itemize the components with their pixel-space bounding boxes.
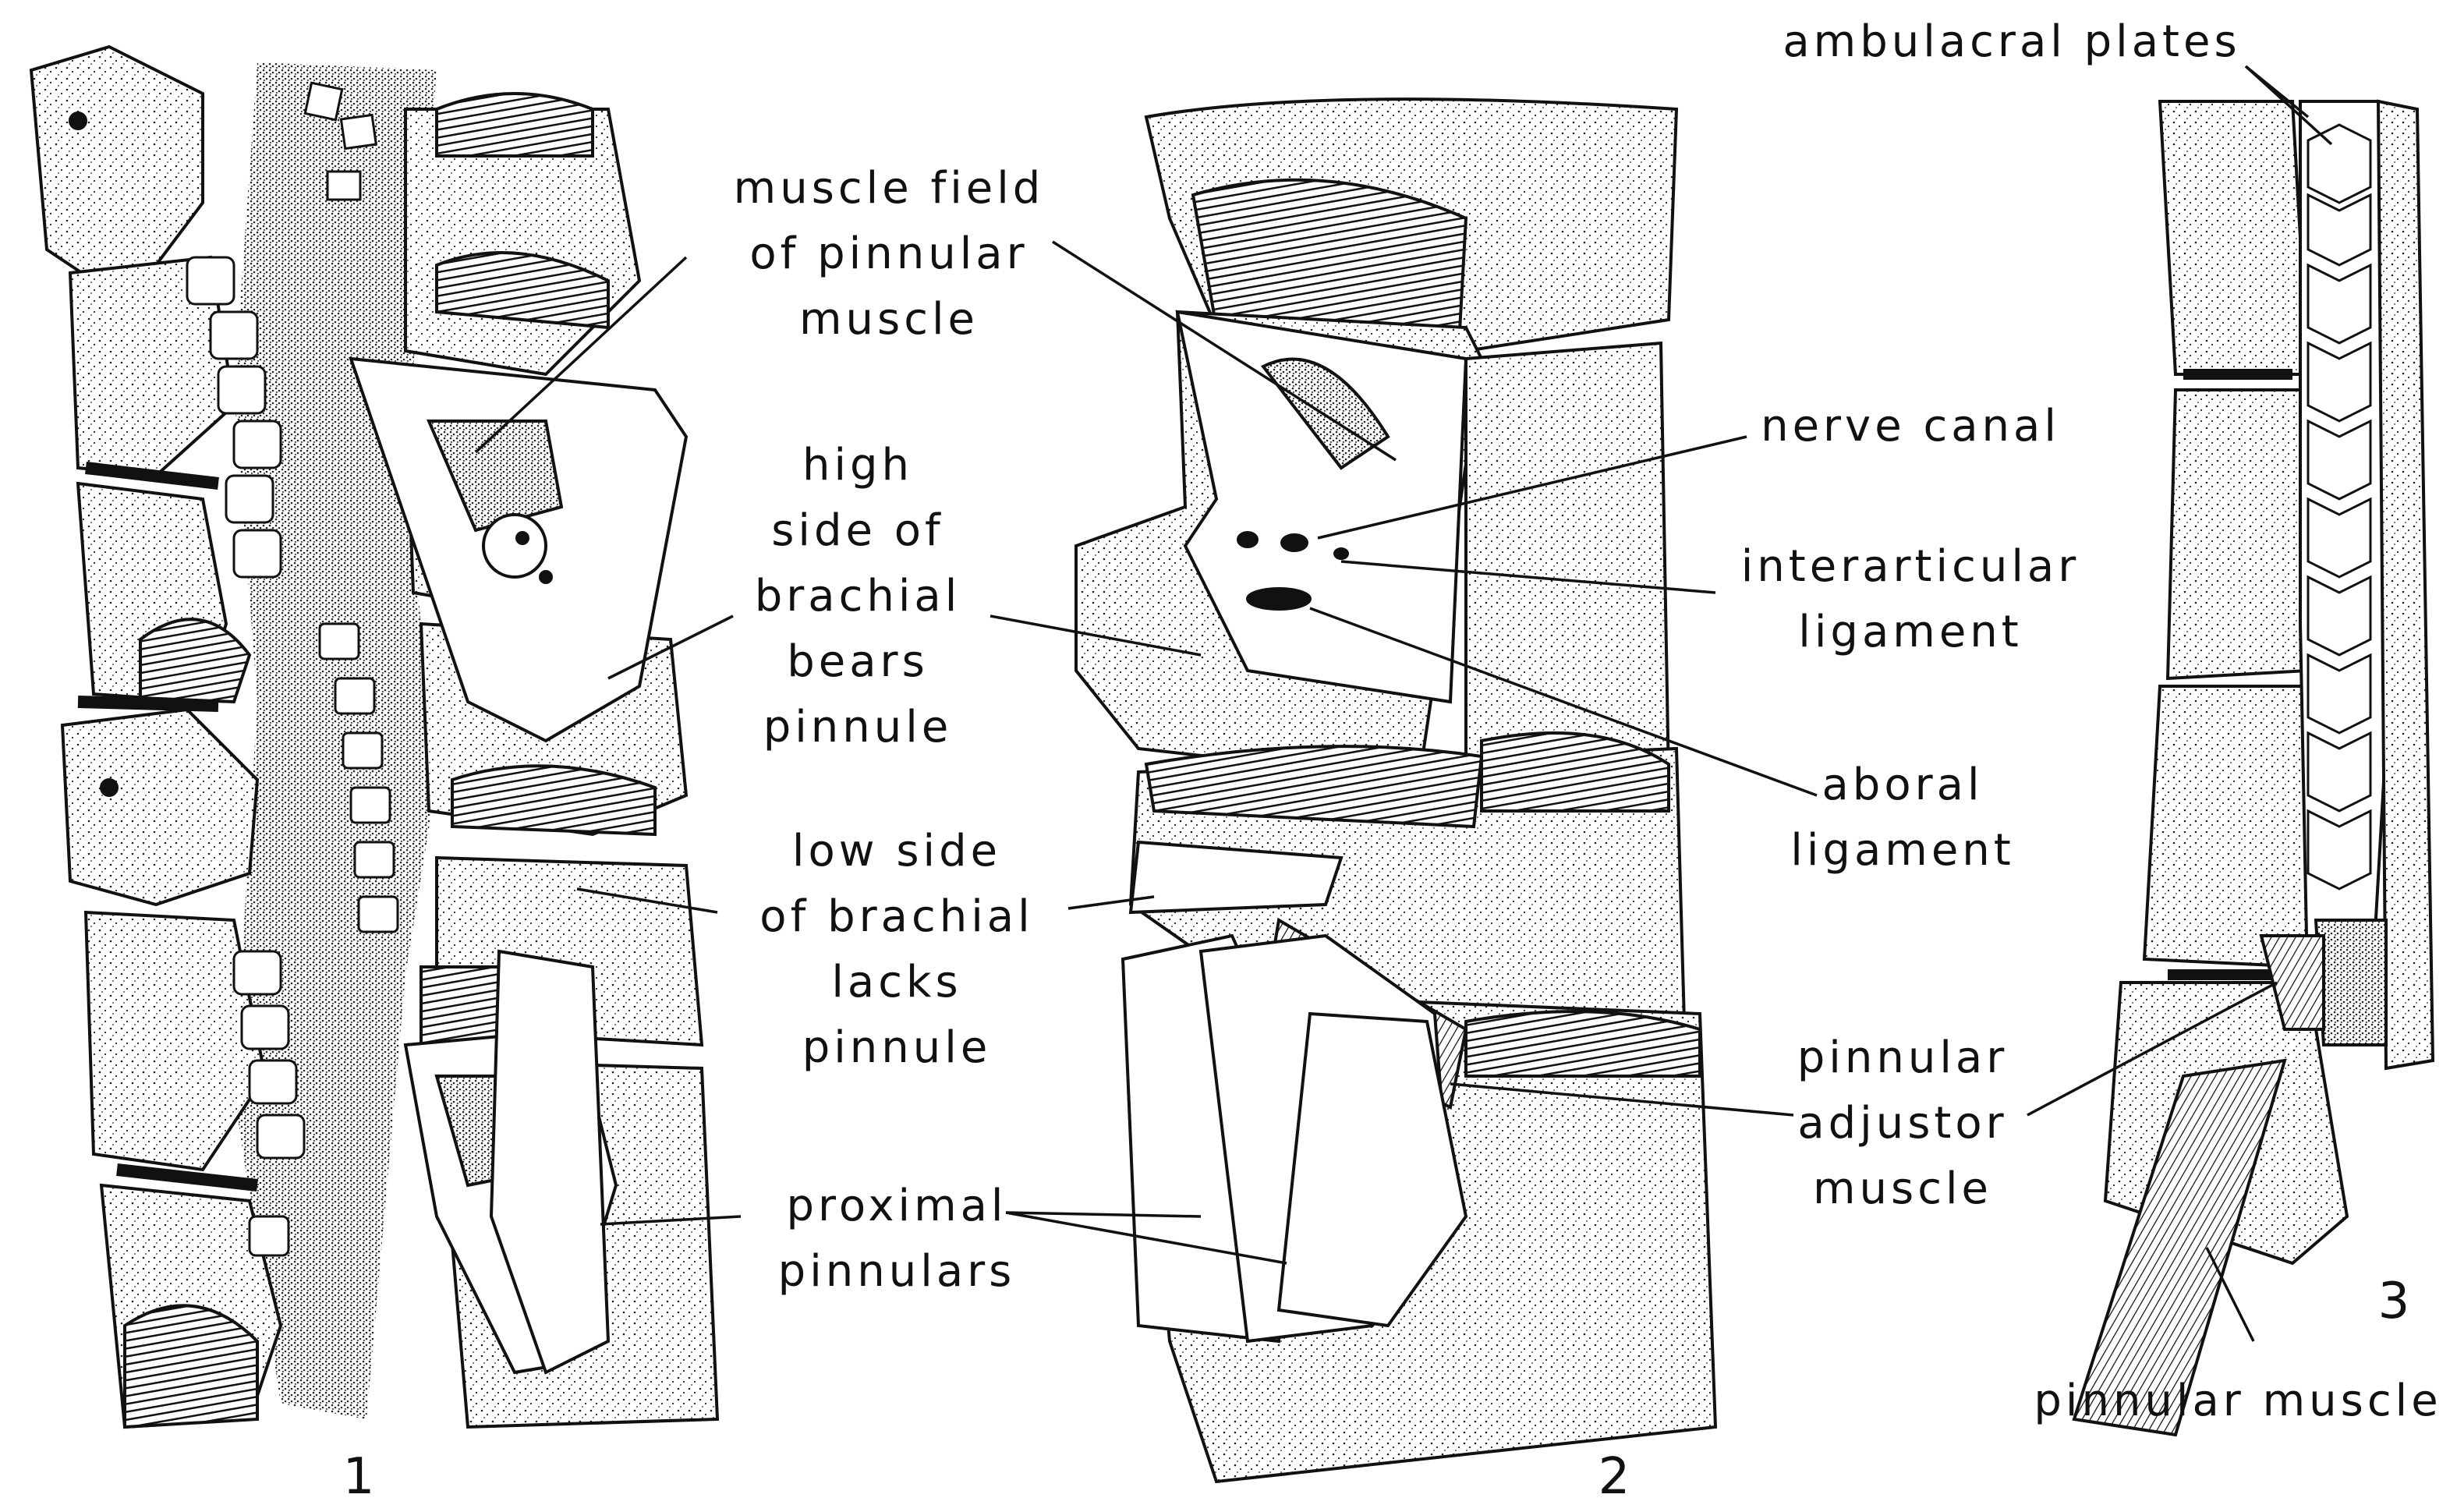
panel-2-drawing xyxy=(1076,99,1715,1482)
panel-1-number: 1 xyxy=(343,1448,375,1506)
panel-3-number: 3 xyxy=(2378,1273,2410,1330)
panel1-brachial xyxy=(437,94,593,156)
label-muscle-field-of-pinnular-muscle: muscle field of pinnular muscle xyxy=(734,156,1045,352)
panel3-brachial xyxy=(2168,390,2308,678)
label-ambulacral-plates: ambulacral plates xyxy=(1783,9,2240,75)
label-proximal-pinnulars: proximal pinnulars xyxy=(778,1174,1016,1305)
panel-2-number: 2 xyxy=(1598,1448,1630,1506)
label-nerve-canal: nerve canal xyxy=(1761,394,2060,459)
panel-3-drawing xyxy=(2074,101,2433,1435)
panel2-brachial xyxy=(1466,343,1669,788)
panel1-brachial xyxy=(62,710,257,905)
panel3-brachial xyxy=(2144,686,2308,967)
label-interarticular-ligament: interarticular ligament xyxy=(1741,534,2080,665)
label-aboral-ligament: aboral ligament xyxy=(1790,752,2014,883)
panel-1-drawing xyxy=(31,47,717,1427)
label-pinnular-adjustor-muscle: pinnular adjustor muscle xyxy=(1797,1025,2008,1222)
panel3-brachial xyxy=(2160,101,2308,374)
label-low-side-of-brachial: low side of brachial lacks pinnule xyxy=(759,819,1033,1081)
label-high-side-of-brachial: high side of brachial bears pinnule xyxy=(755,433,961,760)
label-pinnular-muscle: pinnular muscle xyxy=(2034,1369,2441,1434)
panel1-brachial xyxy=(31,47,203,281)
